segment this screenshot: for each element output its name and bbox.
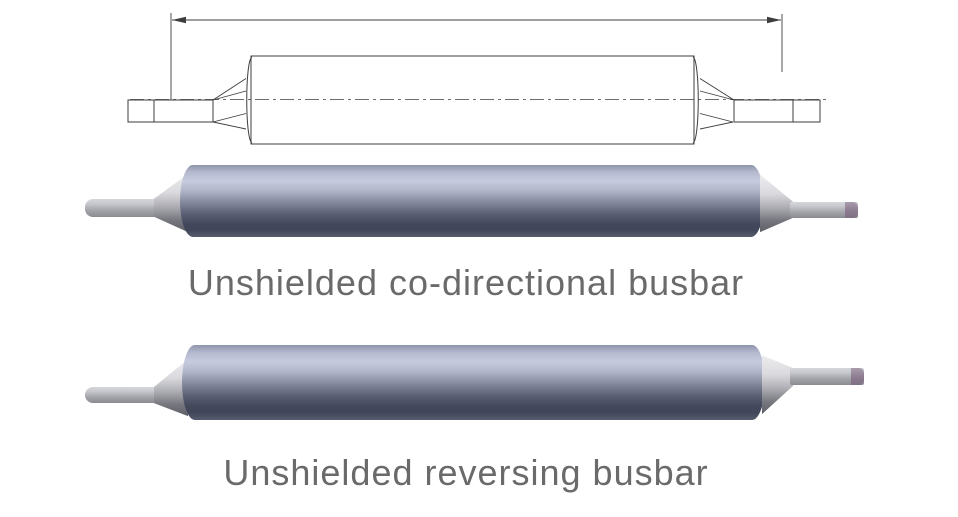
right-terminal-tab [790,368,864,385]
right-tab-tip [845,202,858,218]
left-terminal-tab [85,199,160,217]
right-taper-cone [760,172,793,234]
dimension-arrow-right [767,16,781,24]
outline-right-tab [733,99,821,123]
right-tab-tip [851,368,864,385]
right-terminal-tab [790,202,858,218]
busbar-cylinder [182,345,765,420]
technical-outline-drawing [127,13,826,145]
outline-right-end-cap [692,56,699,144]
busbar-reversing-label: Unshielded reversing busbar [223,452,709,493]
left-terminal-tab [85,387,160,403]
busbar-co-directional-label: Unshielded co-directional busbar [187,262,745,303]
dimension-arrow-left [172,16,186,24]
outline-left-taper [212,78,247,130]
right-taper-cone [762,352,793,416]
busbar-cylinder [180,165,764,237]
outline-right-taper [699,78,735,130]
outline-left-end-cap [246,56,253,144]
outline-cylinder-body [250,55,695,145]
outline-left-tab [127,99,214,123]
